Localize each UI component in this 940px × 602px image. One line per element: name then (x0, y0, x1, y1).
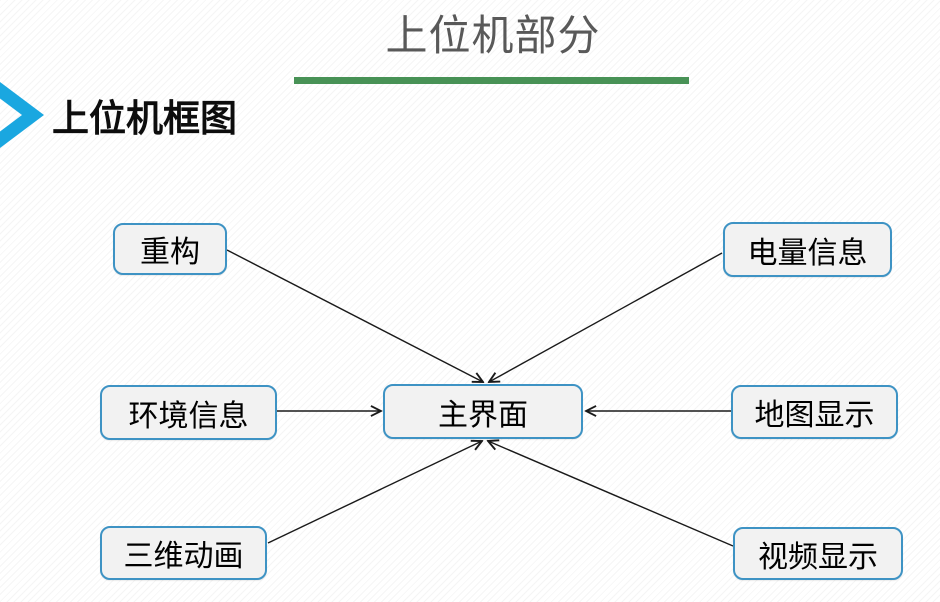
node-env-info: 环境信息 (100, 385, 277, 440)
node-reconstruction: 重构 (113, 223, 227, 275)
arrow-anim-3d-to-main (267, 441, 482, 544)
node-anim-3d: 三维动画 (100, 526, 267, 580)
section-heading-row: 上位机框图 (0, 82, 237, 148)
node-power-info: 电量信息 (723, 222, 892, 277)
node-env-info-label: 环境信息 (128, 399, 249, 433)
node-main-label: 主界面 (438, 398, 528, 432)
slide-title: 上位机部分 (385, 12, 601, 59)
arrow-reconstruction-to-main (226, 249, 483, 382)
arrow-video-display-to-main (488, 441, 734, 547)
node-reconstruction-label: 重构 (140, 236, 200, 269)
node-anim-3d-label: 三维动画 (123, 540, 244, 573)
node-main: 主界面 (383, 384, 583, 439)
node-video-display: 视频显示 (733, 527, 903, 580)
node-power-info-label: 电量信息 (747, 236, 868, 270)
arrow-power-info-to-main (489, 252, 723, 382)
section-heading: 上位机框图 (52, 98, 237, 139)
node-video-display-label: 视频显示 (758, 540, 878, 574)
title-underline (294, 77, 689, 84)
node-map-display: 地图显示 (731, 385, 898, 439)
node-map-display-label: 地图显示 (754, 399, 875, 432)
